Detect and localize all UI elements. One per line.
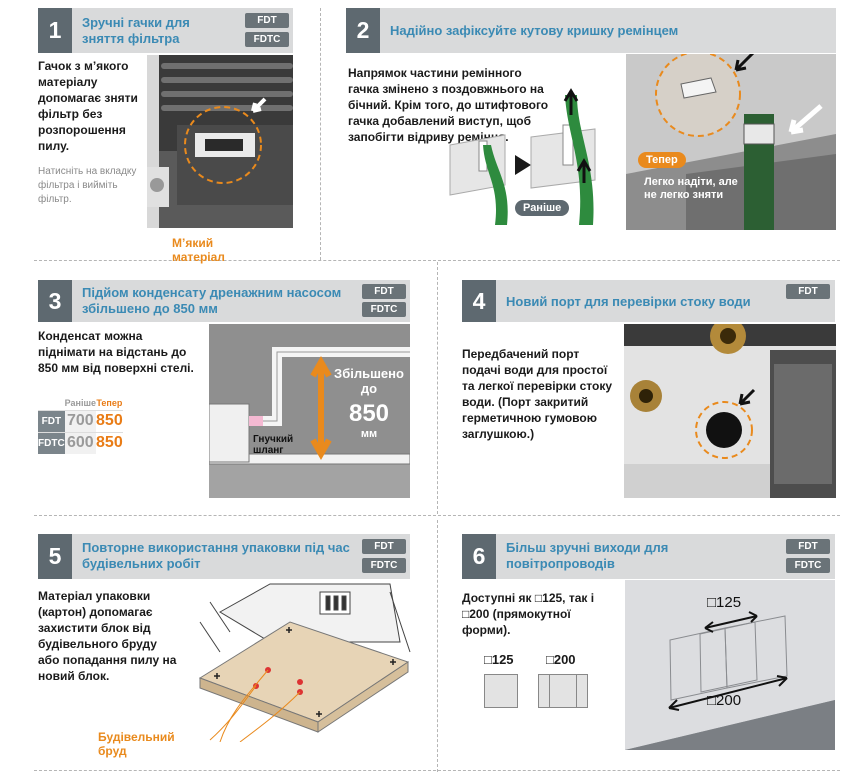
tag-fdt: FDT: [362, 284, 406, 299]
panel-2-strap-diagram: Раніше: [445, 85, 625, 230]
col-before: Раніше: [64, 396, 97, 410]
drain-lift-table: Раніше Тепер FDT 700 850 FDTC 600 850: [38, 396, 123, 454]
panel-1-body: Гачок з м’якого матеріалу допомагає знят…: [38, 59, 138, 153]
tag-fdt: FDT: [362, 539, 406, 554]
panel-6-header: 6 Більш зручні виходи для повітропроводі…: [462, 534, 835, 579]
panel-3-body: Конденсат можна піднімати на відстань до…: [38, 329, 194, 375]
panel-4-number: 4: [462, 280, 496, 322]
panel-5-title: Повторне використання упаковки під час б…: [82, 540, 350, 571]
panel-2-number: 2: [346, 8, 380, 53]
panel-6-body: Доступні як □125, так і □200 (прямокутно…: [462, 591, 595, 637]
tag-fdtc: FDTC: [362, 302, 406, 317]
panel-2-header: 2 Надійно зафіксуйте кутову кришку ремін…: [346, 8, 836, 53]
panel-2-title: Надійно зафіксуйте кутову кришку ремінце…: [390, 23, 679, 38]
row-model: FDT: [38, 409, 65, 432]
label-before: Раніше: [515, 200, 570, 216]
panel-2-body: Напрямок частини ремінного гачка змінено…: [348, 66, 549, 144]
divider-horizontal-2: [34, 515, 840, 516]
col-now: Тепер: [96, 396, 123, 410]
increased-label: Збільшено до: [334, 366, 404, 396]
duct-125-label: □125: [707, 594, 742, 611]
panel-4-header: 4 Новий порт для перевірки стоку води FD…: [462, 280, 835, 322]
table-row: FDT 700 850: [38, 409, 123, 432]
panel-5-number: 5: [38, 534, 72, 579]
panel-1-number: 1: [38, 8, 72, 53]
increased-unit: мм: [360, 428, 378, 440]
panel-3-number: 3: [38, 280, 72, 322]
duct-200-label: □200: [707, 692, 742, 709]
tag-fdt: FDT: [786, 284, 830, 299]
divider-horizontal-1: [34, 260, 840, 261]
row-before: 600: [64, 431, 97, 454]
panel-6-number: 6: [462, 534, 496, 579]
panel-4-body: Передбачений порт подачі води для просто…: [462, 347, 612, 441]
panel-2-now-text: Легко надіти, але не легко зняти: [644, 176, 738, 201]
panel-2-strap-photo: Тепер Легко надіти, але не легко зняти: [626, 54, 836, 230]
panel-1-filter-photo: [147, 55, 293, 228]
panel-6-title: Більш зручні виходи для повітропроводів: [506, 540, 669, 571]
tag-fdtc: FDTC: [786, 558, 830, 573]
row-model: FDTC: [38, 431, 65, 454]
panel-5-packaging-diagram: [190, 582, 412, 743]
divider-horizontal-3: [34, 770, 840, 771]
panel-6-duct-photo: □125 □200: [625, 580, 835, 750]
panel-4-drain-port-photo: [624, 324, 836, 498]
divider-vertical-bottom: [437, 520, 438, 772]
table-row: FDTC 600 850: [38, 431, 123, 454]
row-now: 850: [96, 431, 123, 454]
size-125-shape: [484, 674, 518, 708]
divider-vertical-top: [320, 8, 321, 260]
panel-3-title: Підйом конденсату дренажним насосом збіл…: [82, 285, 342, 316]
panel-5-header: 5 Повторне використання упаковки під час…: [38, 534, 410, 579]
panel-1-title: Зручні гачки для зняття фільтра: [82, 15, 190, 46]
increased-value: 850: [348, 400, 390, 427]
hose-label: Гнучкий шланг: [253, 434, 294, 456]
label-now: Тепер: [638, 152, 686, 168]
tag-fdt: FDT: [245, 13, 289, 28]
tag-fdtc: FDTC: [245, 32, 289, 47]
panel-4-title: Новий порт для перевірки стоку води: [506, 294, 751, 309]
panel-1-note: Натисніть на вкладку фільтра і вийміть ф…: [38, 166, 137, 205]
row-now: 850: [96, 409, 123, 432]
tag-fdtc: FDTC: [362, 558, 406, 573]
size-125-label: □125: [484, 652, 514, 667]
divider-vertical-mid: [437, 262, 438, 514]
panel-5-body: Матеріал упаковки (картон) допомагає зах…: [38, 589, 177, 683]
panel-1-header: 1 Зручні гачки для зняття фільтра FDT FD…: [38, 8, 293, 53]
panel-3-header: 3 Підйом конденсату дренажним насосом зб…: [38, 280, 410, 322]
panel-3-drain-diagram: Збільшено до 850 мм Гнучкий шланг: [209, 324, 410, 498]
panel-5-caption: Будівельний бруд: [98, 730, 175, 758]
size-200-label: □200: [546, 652, 576, 667]
panel-1-caption: М’який матеріал: [172, 236, 225, 264]
size-200-shape: [538, 674, 588, 708]
tag-fdt: FDT: [786, 539, 830, 554]
row-before: 700: [64, 409, 97, 432]
